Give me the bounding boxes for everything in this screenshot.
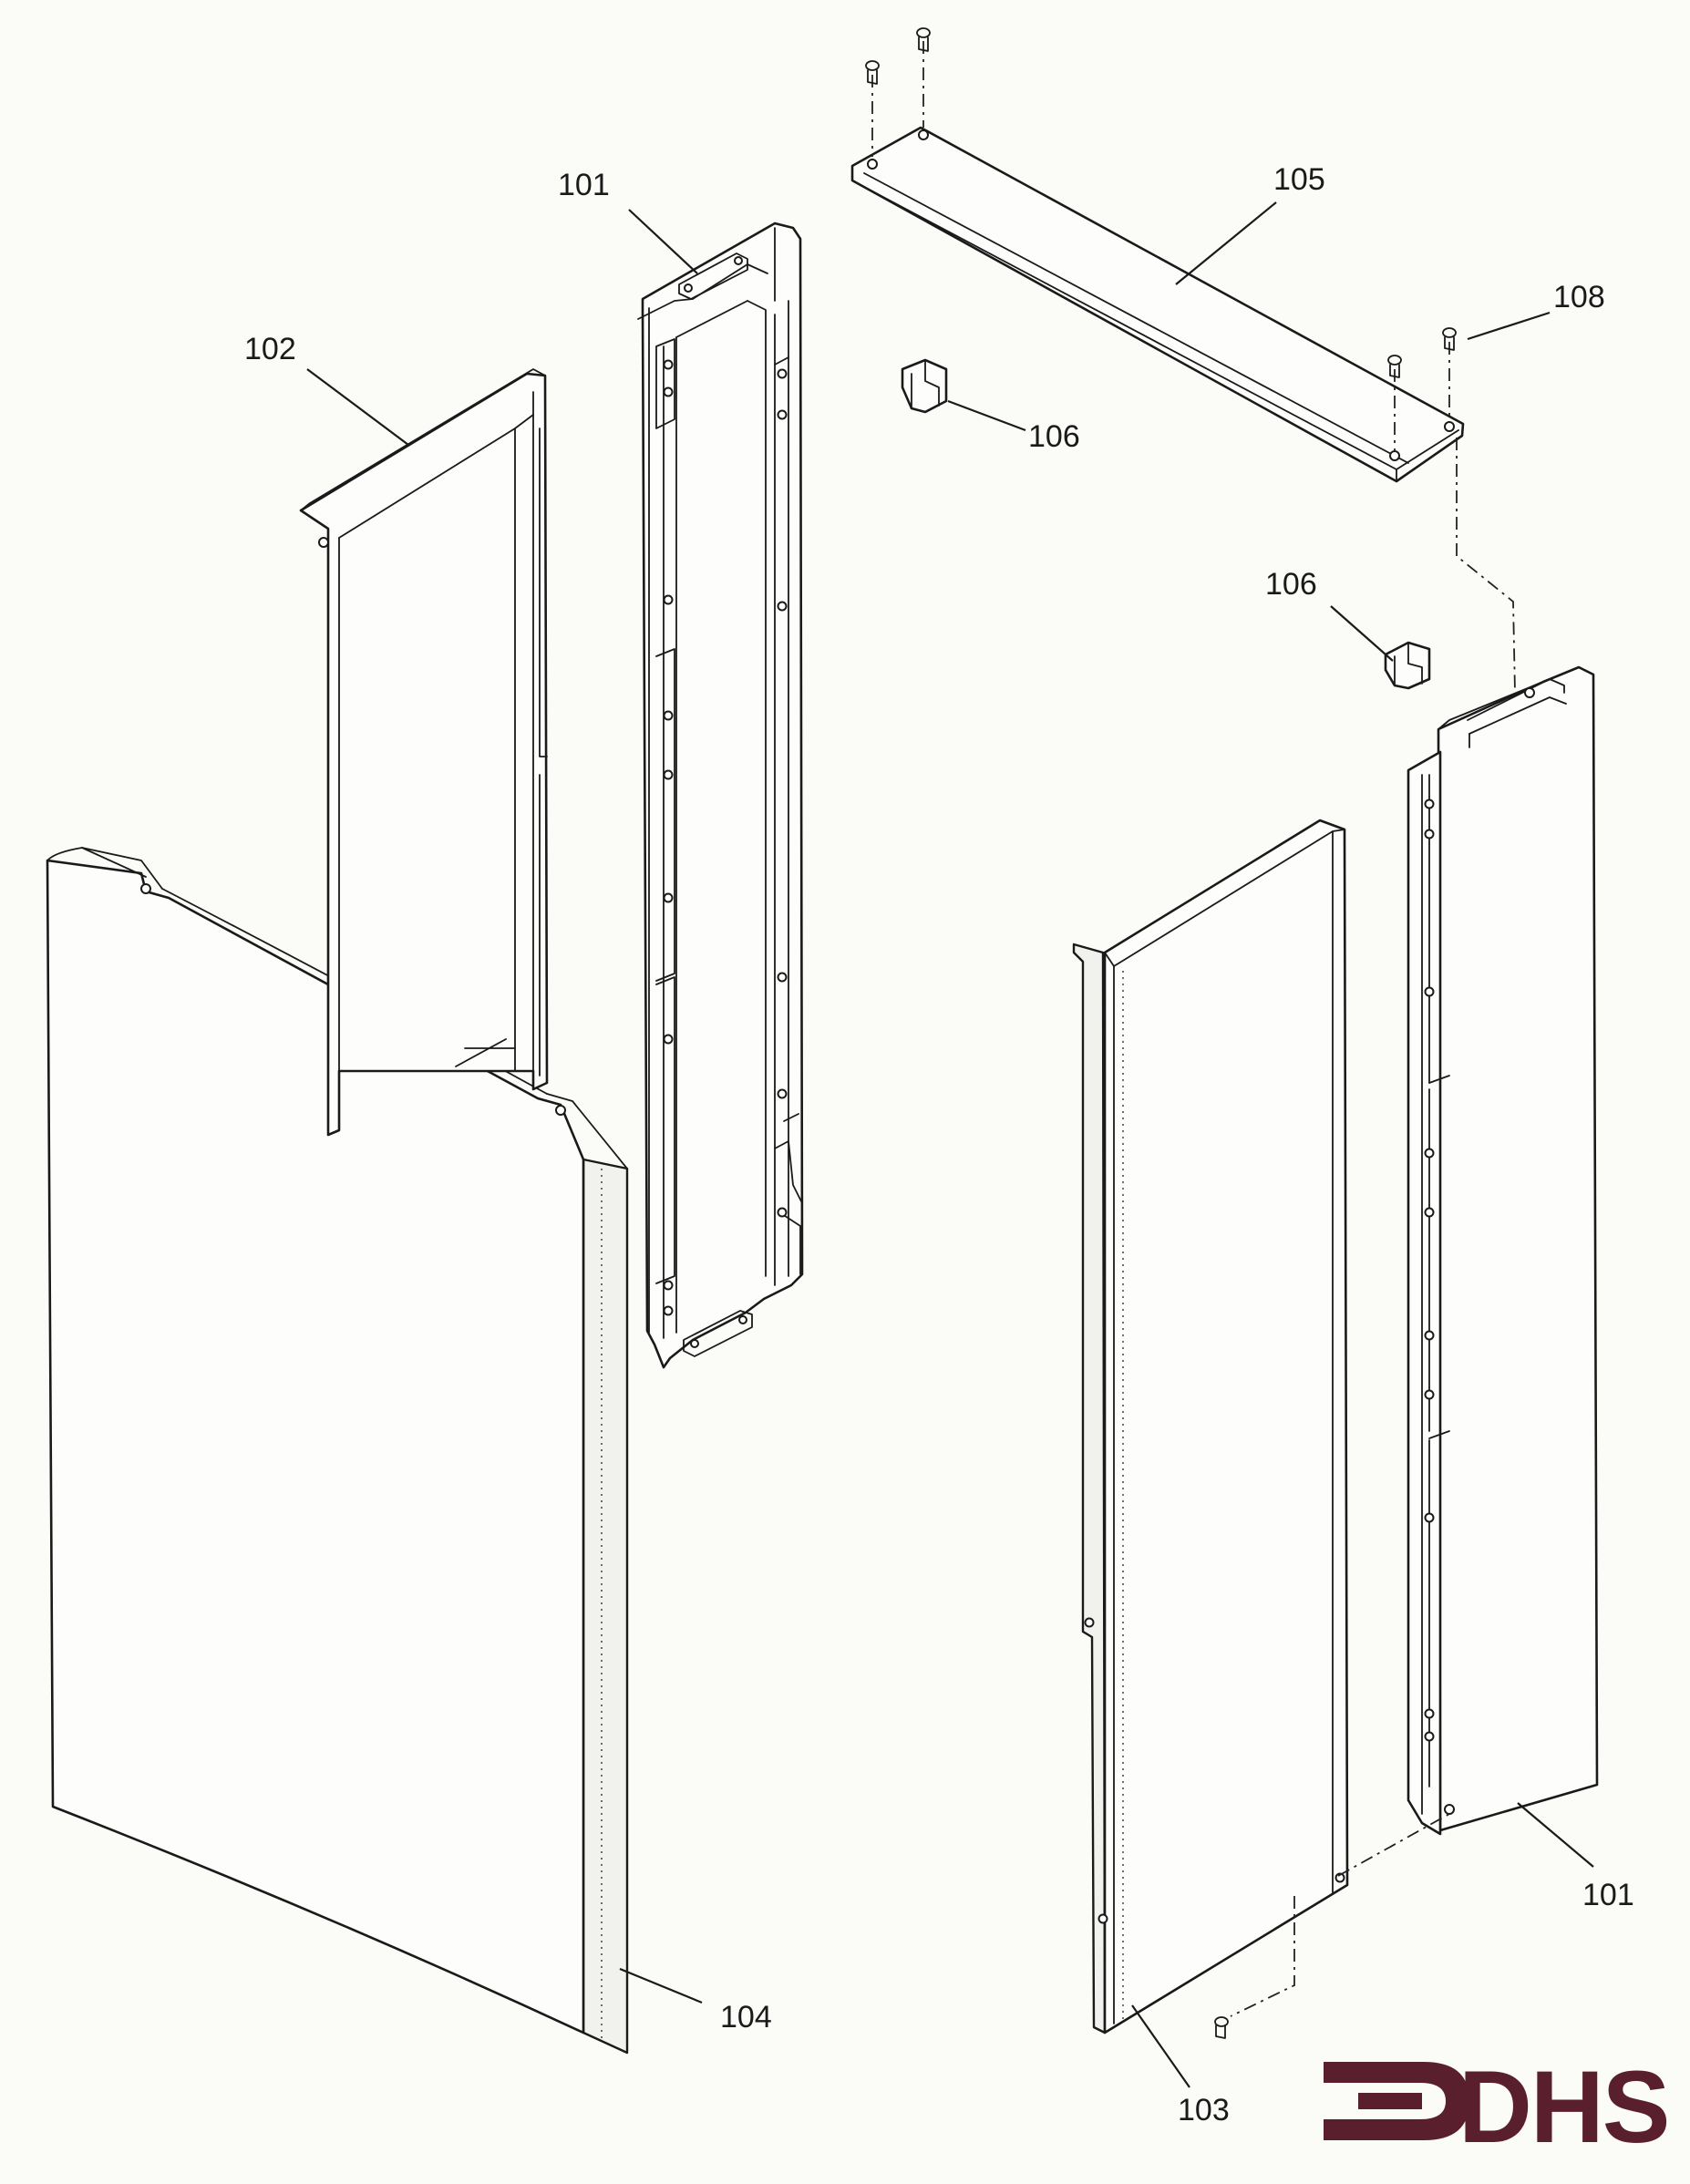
part-102-frame [299,368,549,1137]
part-103-side-panel [1072,819,1349,2035]
assembly-line-top-right [1456,438,1516,694]
part-101-channel-right [1407,665,1599,1836]
screw-icon [865,60,880,85]
part-104-front-panel [46,847,629,2055]
assembly-line-bottom-right [1337,1813,1450,1877]
label-101-top: 101 [558,168,610,202]
label-106-top: 106 [1028,419,1080,454]
part-105-top-bar [850,126,1465,483]
leader-lines [306,201,1594,2088]
label-101-bottom: 101 [1582,1878,1634,1912]
screw-icon [1442,327,1457,351]
label-104: 104 [720,2000,772,2035]
part-101-channel-left [637,221,804,1369]
label-106-mid: 106 [1265,567,1317,602]
dhs-logo-text: DHS [1458,2050,1668,2164]
label-102: 102 [244,332,296,366]
dhs-logo: DHS [1324,2050,1670,2164]
part-106-clip-top [901,358,948,414]
assembly-line-bottom-screw [1230,1896,1295,2017]
screws-top [865,27,1457,451]
screw-icon [916,27,931,52]
dhs-logo-mark-icon [1324,2062,1469,2140]
label-103: 103 [1178,2093,1230,2127]
screw-icon [1214,2016,1229,2039]
part-106-clip-mid [1384,641,1431,690]
label-108: 108 [1553,280,1605,314]
label-105: 105 [1273,162,1325,197]
screw-icon [1387,355,1402,378]
